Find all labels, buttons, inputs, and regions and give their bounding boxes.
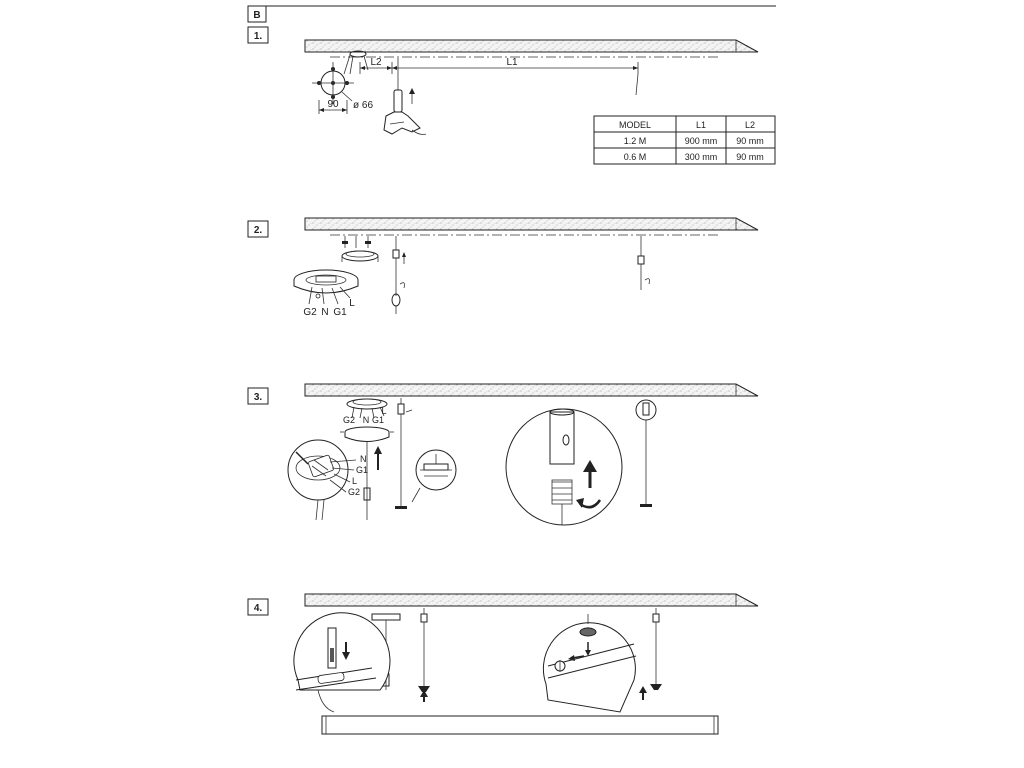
step-1: 1. L2 L1 <box>247 26 759 135</box>
table-cell: 1.2 M <box>624 136 647 146</box>
dim-diameter-label: ø 66 <box>353 100 373 111</box>
arrow-down-icon <box>585 642 591 656</box>
step-2-number: 2. <box>254 225 263 236</box>
arrow-down-icon <box>342 642 350 660</box>
table-header-l2: L2 <box>745 120 755 130</box>
wire-label-n: N <box>321 307 328 318</box>
ceiling-slab-3 <box>304 383 759 397</box>
bracket-with-wires <box>346 398 388 419</box>
step-4-number: 4. <box>254 603 263 614</box>
arrow-left-icon <box>568 655 585 661</box>
side-label-l: L <box>352 476 357 486</box>
suspension-cable-right-3 <box>635 399 657 507</box>
top-label-g1: G1 <box>372 415 384 425</box>
wire-label-g1: G1 <box>333 307 347 318</box>
section-header: B <box>247 5 776 23</box>
side-label-g1: G1 <box>356 465 368 475</box>
table-cell: 900 mm <box>685 136 718 146</box>
clamp-detail-circle <box>542 614 637 713</box>
side-label-n: N <box>360 454 367 464</box>
top-label-l: L <box>381 406 386 416</box>
step-4-number-box <box>247 598 269 616</box>
hole-template: 90 ø 66 <box>312 62 373 114</box>
arrow-up-icon <box>639 686 647 700</box>
ceiling-slab-1 <box>304 39 759 53</box>
arrow-up-icon <box>583 460 597 488</box>
step-4: 4. <box>247 593 759 735</box>
connector-detail-circle <box>293 612 391 713</box>
step-3: 3. G2 N G1 L <box>247 383 759 526</box>
dim-l2-label: L2 <box>370 57 382 68</box>
ceiling-slab-2 <box>304 217 759 231</box>
table-header-model: MODEL <box>619 120 651 130</box>
step-1-number-box <box>247 26 269 44</box>
ceiling-slab-4 <box>304 593 759 607</box>
table-header-l1: L1 <box>696 120 706 130</box>
top-label-g2: G2 <box>343 415 355 425</box>
suspension-cable-right <box>637 236 650 290</box>
section-label: B <box>253 10 260 21</box>
canopy-marker <box>343 50 369 75</box>
table-cell: 300 mm <box>685 152 718 162</box>
wiring-detail-circle <box>287 439 357 521</box>
suspension-cable-left-4 <box>418 608 430 692</box>
step-3-number-box <box>247 387 269 405</box>
rotate-arrow-icon <box>576 498 602 509</box>
table-cell: 0.6 M <box>624 152 647 162</box>
anchor-screws <box>342 236 371 248</box>
arrow-up-icon <box>409 88 415 104</box>
arrow-up-icon <box>420 690 428 702</box>
table-cell: 90 mm <box>736 136 764 146</box>
arrow-up-icon <box>374 446 382 470</box>
suspension-cable-left <box>391 236 406 314</box>
mounting-bracket <box>341 250 379 262</box>
canopy-cover <box>340 426 394 520</box>
wire-label-l: L <box>349 298 355 309</box>
wire-label-g2: G2 <box>303 307 317 318</box>
dimension-lines: L2 L1 <box>359 57 639 96</box>
step-3-number: 3. <box>254 392 263 403</box>
step-2-number-box <box>247 220 269 238</box>
side-label-g2: G2 <box>348 487 360 497</box>
suspension-cable-fixed <box>395 398 413 509</box>
linear-luminaire <box>321 715 719 735</box>
section-label-box <box>247 5 267 23</box>
dim-90-label: 90 <box>327 99 339 110</box>
suspension-cable-right-4 <box>650 608 662 690</box>
step-1-number: 1. <box>254 31 263 42</box>
spec-table: MODEL L1 L2 1.2 M 900 mm 90 mm 0.6 M 300… <box>593 115 776 165</box>
dim-l1-label: L1 <box>506 57 518 68</box>
canopy-base <box>293 269 359 305</box>
thread-detail-circle <box>505 408 623 526</box>
drill-icon <box>383 58 427 135</box>
end-cap-detail <box>411 449 457 503</box>
step-2: 2. <box>247 217 759 318</box>
top-label-n: N <box>363 415 370 425</box>
table-cell: 90 mm <box>736 152 764 162</box>
